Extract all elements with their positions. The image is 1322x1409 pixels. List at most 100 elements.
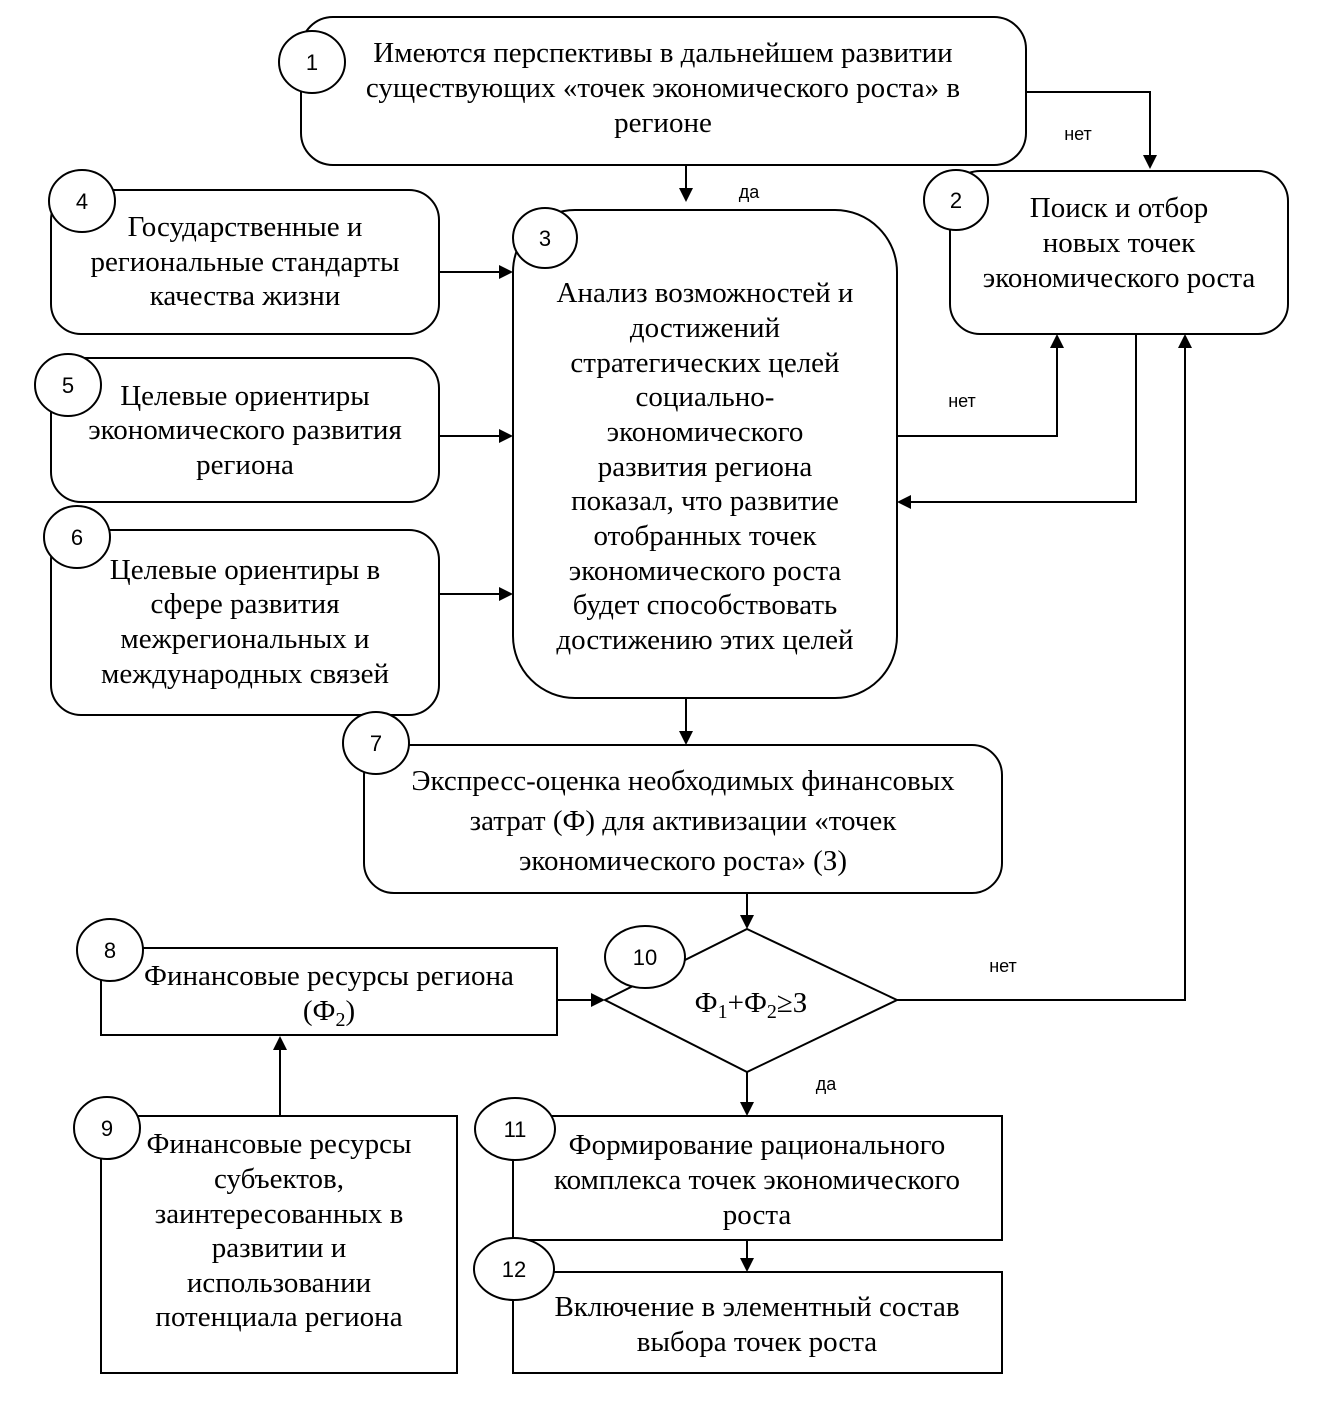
node-4-line-3: качества жизни bbox=[150, 280, 341, 312]
node-10-number-circle bbox=[604, 925, 686, 989]
node-1-number: 1 bbox=[306, 50, 318, 75]
node-11-line-3: роста bbox=[723, 1199, 792, 1231]
node-5-number: 5 bbox=[62, 373, 74, 398]
arrowhead-3-7 bbox=[679, 731, 693, 745]
arrowhead-5-3 bbox=[499, 429, 513, 443]
arrowhead-3-2 bbox=[1050, 334, 1064, 348]
label-yes-1-3: да bbox=[739, 182, 761, 202]
node-4-box bbox=[50, 189, 440, 335]
node-11-number: 11 bbox=[504, 1117, 527, 1142]
arrowhead-6-3 bbox=[499, 587, 513, 601]
node-3-line-11: достижению этих целей bbox=[556, 624, 853, 656]
label-yes-10-11: да bbox=[816, 1074, 838, 1094]
node-5-line-3: региона bbox=[196, 449, 294, 481]
node-2-box bbox=[949, 170, 1289, 335]
node-11: Формирование рационального комплекса точ… bbox=[474, 1097, 1003, 1241]
node-3-line-9: экономического роста bbox=[569, 555, 842, 587]
node-6-number: 6 bbox=[71, 525, 83, 550]
node-8-line-1: Финансовые ресурсы региона bbox=[144, 960, 514, 992]
node-3-line-8: отобранных точек bbox=[594, 520, 818, 552]
node-6-line-2: сфере развития bbox=[150, 588, 339, 620]
node-1-line-3: регионе bbox=[614, 107, 712, 139]
node-9-line-5: использовании bbox=[187, 1267, 371, 1299]
node-2-number-circle bbox=[923, 169, 989, 231]
node-9-line-3: заинтересованных в bbox=[155, 1198, 404, 1230]
node-9-box bbox=[100, 1115, 458, 1374]
node-6-line-4: международных связей bbox=[101, 658, 389, 690]
node-11-line-2: комплекса точек экономического bbox=[554, 1164, 960, 1196]
node-10-formula: Ф1+Ф2≥З bbox=[695, 987, 808, 1023]
node-4-line-1: Государственные и bbox=[128, 211, 363, 243]
arrowhead-7-10 bbox=[740, 915, 754, 929]
node-2-number: 2 bbox=[950, 188, 962, 213]
node-4: Государственные и региональные стандарты… bbox=[48, 169, 440, 335]
node-3-line-6: развития региона bbox=[598, 451, 813, 483]
arrowhead-1-3 bbox=[679, 188, 693, 202]
node-3-line-10: будет способствовать bbox=[573, 589, 837, 621]
arrowhead-10-2 bbox=[1178, 334, 1192, 348]
node-3-box bbox=[512, 209, 898, 699]
node-12-box bbox=[512, 1271, 1003, 1374]
node-3-number: 3 bbox=[539, 226, 551, 251]
node-4-number: 4 bbox=[76, 189, 88, 214]
node-1-line-1: Имеются перспективы в дальнейшем развити… bbox=[373, 37, 952, 69]
connector-2-3 bbox=[911, 335, 1137, 503]
node-11-line-1: Формирование рационального bbox=[569, 1129, 946, 1161]
node-1: Имеются перспективы в дальнейшем развити… bbox=[278, 16, 1027, 166]
node-10: Ф1+Ф2≥З 10 bbox=[602, 925, 900, 1074]
node-1-line-2: существующих «точек экономического роста… bbox=[366, 72, 960, 104]
node-12-line-2: выбора точек роста bbox=[637, 1326, 878, 1358]
node-6-box bbox=[50, 529, 440, 716]
label-no-1-2: нет bbox=[1064, 124, 1092, 144]
node-6-number-circle bbox=[43, 505, 111, 569]
node-8-box bbox=[100, 947, 558, 1036]
node-6-line-3: межрегиональных и bbox=[120, 623, 369, 655]
node-10-number: 10 bbox=[633, 945, 657, 970]
label-no-10-2: нет bbox=[989, 956, 1017, 976]
node-9-line-6: потенциала региона bbox=[155, 1301, 402, 1333]
node-8: Финансовые ресурсы региона (Ф2) 8 bbox=[76, 918, 558, 1036]
node-2-line-3: экономического роста bbox=[983, 262, 1256, 294]
node-9-number: 9 bbox=[101, 1116, 113, 1141]
node-7-line-2: затрат (Ф) для активизации «точек bbox=[470, 805, 898, 837]
node-5: Целевые ориентиры экономического развити… bbox=[34, 353, 440, 503]
node-7-box bbox=[363, 744, 1003, 894]
node-7-line-1: Экспресс-оценка необходимых финансовых bbox=[411, 765, 955, 797]
node-7-line-3: экономического роста» (З) bbox=[519, 845, 847, 877]
arrowhead-2-3 bbox=[897, 495, 911, 509]
label-no-3-2: нет bbox=[948, 391, 976, 411]
arrowhead-4-3 bbox=[499, 265, 513, 279]
arrowhead-11-12 bbox=[740, 1258, 754, 1272]
node-3: Анализ возможностей и достижений стратег… bbox=[512, 207, 898, 699]
connector-10-2 bbox=[897, 348, 1186, 1001]
node-8-number-circle bbox=[76, 918, 144, 982]
node-9-number-circle bbox=[73, 1096, 141, 1160]
node-7-number-circle bbox=[342, 711, 410, 775]
connector-1-2 bbox=[1026, 91, 1151, 155]
node-9-line-4: развитии и bbox=[212, 1232, 347, 1264]
node-12-number-circle bbox=[473, 1237, 555, 1301]
node-8-line-2: (Ф2) bbox=[303, 995, 355, 1031]
node-7: Экспресс-оценка необходимых финансовых з… bbox=[342, 711, 1003, 894]
arrowhead-9-8 bbox=[273, 1036, 287, 1050]
connectors bbox=[273, 91, 1192, 1272]
node-6: Целевые ориентиры в сфере развития межре… bbox=[43, 505, 440, 716]
node-8-number: 8 bbox=[104, 938, 116, 963]
node-5-line-1: Целевые ориентиры bbox=[120, 380, 370, 412]
connector-labels: да нет нет нет да bbox=[739, 124, 1092, 1094]
node-3-line-4: социально- bbox=[636, 381, 775, 413]
node-4-number-circle bbox=[48, 169, 116, 233]
node-12: Включение в элементный состав выбора точ… bbox=[473, 1237, 1003, 1374]
connector-3-2 bbox=[897, 348, 1058, 437]
node-9: Финансовые ресурсы субъектов, заинтересо… bbox=[73, 1096, 458, 1374]
node-3-line-2: достижений bbox=[630, 312, 780, 344]
node-11-number-circle bbox=[474, 1097, 556, 1161]
node-1-number-circle bbox=[278, 30, 346, 94]
node-3-line-1: Анализ возможностей и bbox=[557, 277, 854, 309]
node-12-line-1: Включение в элементный состав bbox=[554, 1291, 959, 1323]
arrowhead-1-2 bbox=[1143, 155, 1157, 169]
node-9-line-2: субъектов, bbox=[214, 1163, 344, 1195]
node-5-box bbox=[50, 357, 440, 503]
arrowhead-8-10 bbox=[591, 993, 605, 1007]
